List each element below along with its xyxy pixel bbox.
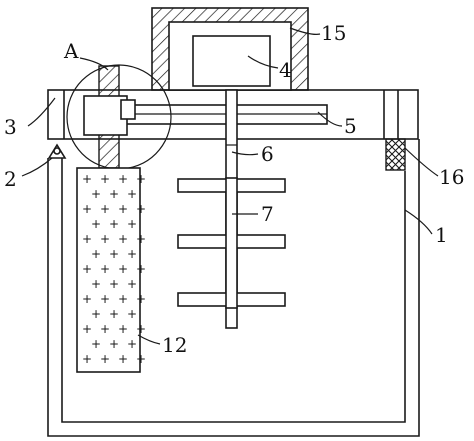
- particle-mark: +: [91, 277, 101, 291]
- particle-mark: +: [127, 217, 137, 231]
- particle-mark: +: [82, 352, 92, 366]
- particle-mark: +: [91, 247, 101, 261]
- particle-mark: +: [109, 217, 119, 231]
- particle-mark: +: [91, 337, 101, 351]
- label-1: 1: [435, 223, 448, 247]
- particle-mark: +: [82, 322, 92, 336]
- label-a: A: [63, 39, 79, 63]
- particle-mark: +: [100, 262, 110, 276]
- particle-mark: +: [100, 352, 110, 366]
- particle-mark: +: [91, 187, 101, 201]
- particle-mark: +: [82, 202, 92, 216]
- particle-mark: +: [136, 262, 146, 276]
- label-5: 5: [344, 114, 357, 138]
- particle-mark: +: [127, 307, 137, 321]
- particle-mark: +: [82, 172, 92, 186]
- particle-mark: +: [118, 292, 128, 306]
- stirring-blades: [177, 177, 286, 309]
- label-15: 15: [321, 21, 346, 45]
- particle-mark: +: [100, 202, 110, 216]
- particle-mark: +: [91, 307, 101, 321]
- particle-mark: +: [100, 292, 110, 306]
- label-2: 2: [4, 167, 17, 191]
- particle-mark: +: [109, 247, 119, 261]
- particle-mark: +: [136, 322, 146, 336]
- particle-mark: +: [136, 292, 146, 306]
- label-6: 6: [261, 142, 274, 166]
- particle-mark: +: [136, 232, 146, 246]
- transmission-rod: [105, 104, 328, 125]
- label-4: 4: [279, 58, 292, 82]
- container-body: [47, 139, 420, 437]
- filter-cartridge: [76, 167, 141, 373]
- slider-block: [83, 95, 128, 136]
- particle-mark: +: [127, 187, 137, 201]
- particle-mark: +: [82, 232, 92, 246]
- sealing-ring: [385, 138, 406, 171]
- particle-mark: +: [118, 172, 128, 186]
- particle-mark: +: [100, 322, 110, 336]
- particle-mark: +: [118, 262, 128, 276]
- particle-mark: +: [109, 307, 119, 321]
- particle-mark: +: [109, 277, 119, 291]
- label-16: 16: [439, 165, 464, 189]
- particle-mark: +: [118, 232, 128, 246]
- particle-mark: +: [136, 352, 146, 366]
- particle-mark: +: [118, 322, 128, 336]
- particle-mark: +: [127, 337, 137, 351]
- particle-mark: +: [109, 337, 119, 351]
- particle-mark: +: [118, 202, 128, 216]
- leader-lines: [21, 27, 439, 345]
- label-3: 3: [4, 115, 17, 139]
- label-12: 12: [162, 333, 187, 357]
- particle-mark: +: [127, 277, 137, 291]
- particle-mark: +: [109, 187, 119, 201]
- particle-mark: +: [100, 232, 110, 246]
- particle-mark: +: [118, 352, 128, 366]
- label-7: 7: [261, 202, 274, 226]
- particle-mark: +: [82, 292, 92, 306]
- particle-mark: +: [127, 247, 137, 261]
- hinge: [47, 143, 67, 159]
- filter-particles: ++++++++++++++++++++++++++++++++++++++++…: [82, 172, 146, 366]
- particle-mark: +: [91, 217, 101, 231]
- motor: [192, 35, 271, 87]
- particle-mark: +: [136, 172, 146, 186]
- nut-block: [120, 99, 136, 120]
- particle-mark: +: [82, 262, 92, 276]
- particle-mark: +: [100, 172, 110, 186]
- particle-mark: +: [136, 202, 146, 216]
